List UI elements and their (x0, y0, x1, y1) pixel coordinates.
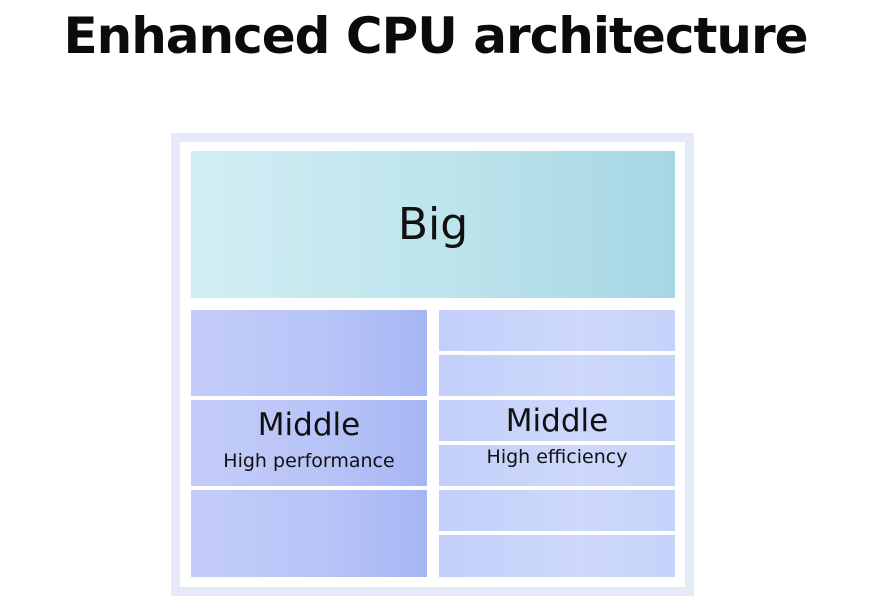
middle-efficiency-core-1 (439, 310, 675, 351)
middle-efficiency-label-group: Middle High efficiency (439, 402, 675, 470)
middle-efficiency-core-5 (439, 490, 675, 531)
middle-performance-label-group: Middle High performance (191, 406, 427, 474)
middle-performance-core-3 (191, 490, 427, 577)
middle-performance-core-2 (191, 400, 427, 486)
middle-performance-core-1 (191, 310, 427, 396)
middle-performance-sublabel: High performance (223, 450, 395, 472)
middle-efficiency-core-6 (439, 535, 675, 577)
big-core-block: Big (191, 151, 675, 298)
middle-efficiency-core-3 (439, 400, 675, 441)
page-title: Enhanced CPU architecture (63, 7, 808, 65)
middle-efficiency-label: Middle (505, 403, 609, 439)
big-core-label: Big (397, 199, 469, 250)
middle-efficiency-core-4 (439, 445, 675, 486)
middle-efficiency-sublabel: High efficiency (486, 446, 628, 468)
middle-efficiency-core-2 (439, 355, 675, 396)
middle-performance-label: Middle (257, 407, 361, 443)
